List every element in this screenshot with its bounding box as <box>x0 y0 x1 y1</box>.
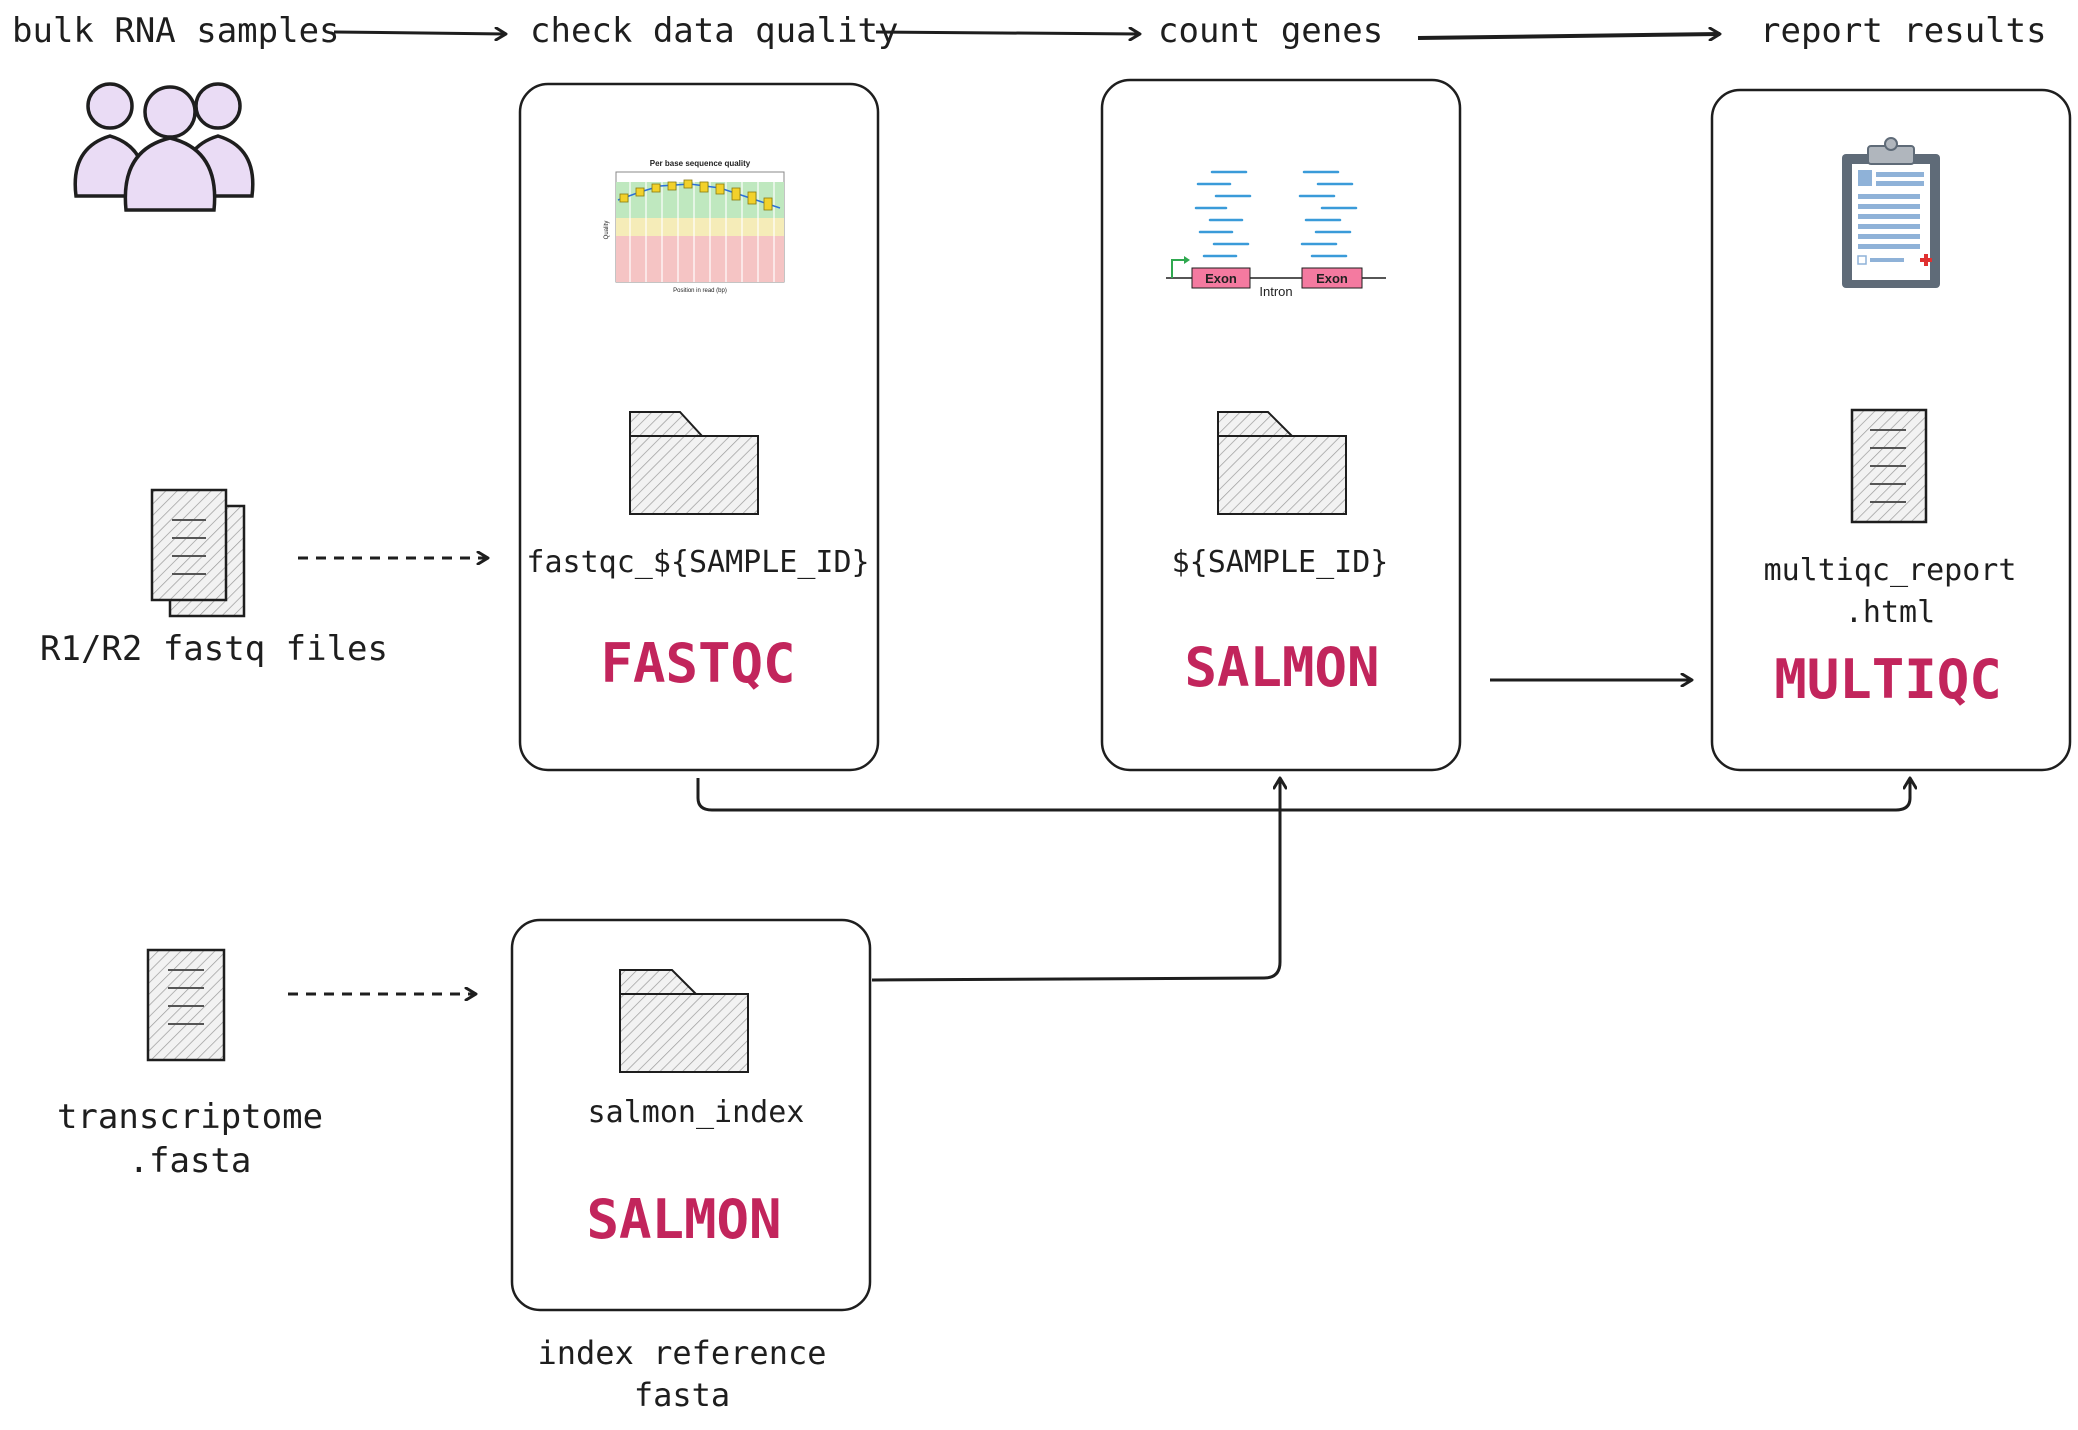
multiqc-box[interactable]: multiqc_report .html MULTIQC <box>1710 88 2072 772</box>
quality-chart-xlabel: Position in read (bp) <box>673 288 727 294</box>
arrow-samples-to-qc <box>333 32 506 34</box>
arrow-qc-to-count <box>875 32 1140 34</box>
clipboard-report-icon <box>1842 137 1940 288</box>
multiqc-output-line2: .html <box>1845 595 1935 630</box>
fastqc-box[interactable]: Per base sequence quality Position in re… <box>518 82 880 772</box>
intron-label: Intron <box>1259 284 1292 299</box>
quality-chart-thumbnail: Per base sequence quality Position in re… <box>604 159 785 294</box>
report-file-icon <box>1850 408 1928 524</box>
folder-icon <box>629 411 759 515</box>
arrow-count-to-report <box>1417 34 1720 38</box>
salmon-index-tool-name: SALMON <box>586 1188 781 1251</box>
exon2-label: Exon <box>1316 271 1348 286</box>
fastqc-tool-name: FASTQC <box>600 632 795 695</box>
fastqc-output-label: fastqc_${SAMPLE_ID} <box>526 545 869 580</box>
salmon-quant-box[interactable]: Exon Exon Intron ${SAMPLE_ID} SALMON <box>1100 78 1462 772</box>
people-icon <box>73 82 255 212</box>
step-count-label: count genes <box>1158 11 1383 51</box>
transcriptome-label-line2: .fasta <box>129 1141 252 1181</box>
arrow-index-to-quant <box>871 778 1280 982</box>
multiqc-tool-name: MULTIQC <box>1774 648 2002 711</box>
arrow-fastqc-to-multiqc <box>696 778 1910 812</box>
step-samples-label: bulk RNA samples <box>12 11 340 51</box>
salmon-index-box[interactable]: salmon_index SALMON <box>510 918 872 1312</box>
folder-icon <box>1217 411 1347 515</box>
salmon-index-output-label: salmon_index <box>588 1095 805 1130</box>
transcriptome-label-line1: transcriptome <box>57 1097 323 1137</box>
transcriptome-file-icon <box>146 948 226 1062</box>
exon1-label: Exon <box>1205 271 1237 286</box>
salmon-quant-tool-name: SALMON <box>1184 636 1379 699</box>
fastq-files-icon <box>150 488 246 618</box>
step-report-label: report results <box>1760 11 2047 51</box>
quality-chart-ylabel: Quality <box>604 221 610 240</box>
folder-icon <box>619 969 749 1073</box>
multiqc-output-line1: multiqc_report <box>1764 553 2017 588</box>
quality-chart-title: Per base sequence quality <box>650 159 751 168</box>
salmon-index-caption-line1: index reference <box>538 1334 827 1372</box>
salmon-quant-output-label: ${SAMPLE_ID} <box>1172 545 1389 580</box>
read-alignment-icon: Exon Exon Intron <box>1166 170 1386 299</box>
salmon-index-caption-line2: fasta <box>634 1376 730 1414</box>
step-qc-label: check data quality <box>530 11 898 51</box>
fastq-files-label: R1/R2 fastq files <box>40 629 388 669</box>
